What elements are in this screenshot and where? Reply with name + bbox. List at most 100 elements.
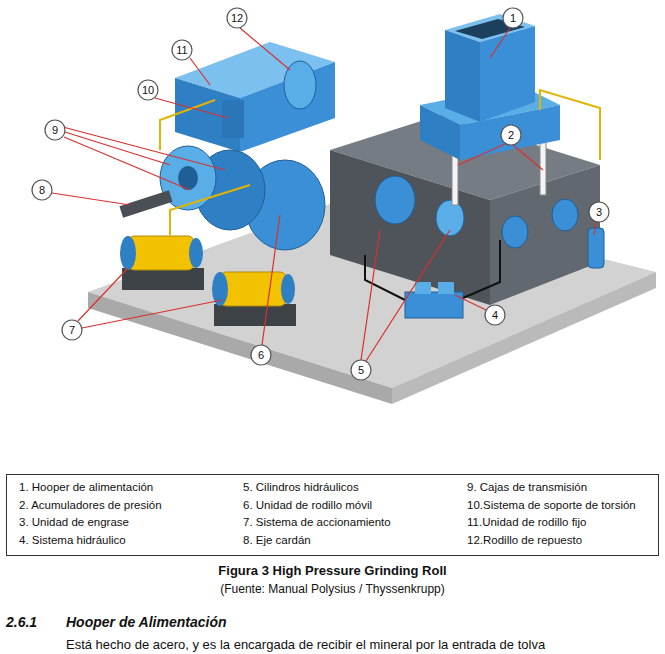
parts-list-item: 6. Unidad de rodillo móvil [243,499,372,511]
callout-number: 7 [61,319,83,341]
callout-circle: 3 [588,201,610,223]
leader-line [513,145,543,170]
callout-circle-shape [251,345,271,365]
figure-caption: Figura 3 High Pressure Grinding Roll [0,563,665,578]
parts-list-item: 4. Sistema hidráulico [19,534,126,546]
hydraulic-unit [365,240,500,318]
callout-number: 9 [44,119,66,141]
callout-number: 11 [171,39,193,61]
leader-line [240,28,290,70]
parts-list-item: 3. Unidad de engrase [19,516,129,528]
base-side [392,272,656,404]
callout-circle-shape [351,360,371,380]
leader-line [155,98,228,118]
railing [540,90,600,160]
motor-pedestal [214,304,296,326]
callout-number: 2 [500,124,522,146]
railings [160,90,600,235]
unit-side [240,62,335,152]
source-note: (Fuente: Manual Polysius / Thyssenkrupp) [0,582,665,596]
callout-circle-shape [589,202,609,222]
leader-line [361,230,380,360]
callout-circle-shape [138,80,158,100]
callout-circle-shape [485,305,505,325]
callout-number: 10 [137,79,159,101]
torsion-support [222,100,244,138]
leader-line [82,300,222,328]
callout-circle-shape [32,180,52,200]
hopper-front [445,30,480,122]
leader-line [458,144,505,165]
section-heading: Hooper de Alimentación [66,614,227,630]
parts-list-item: 8. Eje cardán [243,534,311,546]
callout-circle-shape [503,8,523,28]
parts-list-item: 2. Acumuladores de presión [19,499,162,511]
fixed-roll-unit [175,42,335,152]
callout-number: 6 [250,344,272,366]
parts-list-item: 12.Rodillo de repuesto [467,534,582,546]
base-front [88,292,392,404]
callout-circle-shape [227,8,247,28]
hydraulic-pump [415,282,431,294]
motor-end [189,238,203,268]
callout-circle: 6 [250,344,272,366]
motor-body [128,236,194,270]
callout-circle-shape [62,320,82,340]
callout-circle: 10 [137,79,159,101]
bearing-block [502,216,528,248]
parts-list-item: 5. Cilindros hidráulicos [243,481,359,493]
leader-line [262,215,280,345]
parts-list-item: 1. Hooper de alimentación [19,481,153,493]
hydraulic-line [463,240,500,298]
callout-circle: 4 [484,304,506,326]
railing [170,185,250,235]
leader-line [190,58,210,85]
motor-end [281,274,295,304]
callout-circle-shape [45,120,65,140]
motor-pedestal [122,268,204,290]
callout-circle-shape [501,125,521,145]
callout-circle: 7 [61,319,83,341]
parts-list-item: 7. Sistema de accionamiento [243,516,391,528]
callout-number: 4 [484,304,506,326]
drive-motors [120,236,296,326]
bearing-block [552,199,578,231]
callout-circle: 5 [350,359,372,381]
roll-end [375,176,415,224]
callout-circle: 2 [500,124,522,146]
motor-end [120,236,136,270]
parts-list-item: 9. Cajas de transmisión [467,481,587,493]
grease-drum [588,228,604,268]
leader-line [52,193,130,205]
lubrication-unit [588,228,604,268]
callout-number: 1 [502,7,524,29]
body-text: Está hecho de acero, y es la encargada d… [66,637,545,652]
callout-circle: 1 [502,7,524,29]
leader-line [64,137,190,190]
leader-line [366,230,450,361]
feed-hopper [420,14,560,160]
frame-front [330,150,490,305]
leader-line [63,127,225,170]
parts-list-item: 11.Unidad de rodillo fijo [467,516,586,528]
hopper-base-front [420,105,460,160]
parts-list-box: 1. Hooper de alimentación 2. Acumuladores… [6,474,659,556]
leader-line [490,28,510,58]
leader-line [594,222,596,235]
callout-circle: 8 [31,179,53,201]
callout-circle: 9 [44,119,66,141]
callout-circle-shape [172,40,192,60]
moving-roll-unit [119,146,325,250]
callout-number: 5 [350,359,372,381]
hopper-side [480,26,535,122]
hydraulic-tank [405,292,463,318]
callout-number: 3 [588,201,610,223]
leader-line [455,295,486,310]
leader-lines [52,28,596,361]
leader-line [78,268,128,321]
callout-number: 12 [226,7,248,29]
parts-list-item: 10.Sistema de soporte de torsión [467,499,636,511]
section-number: 2.6.1 [6,614,37,630]
callout-circle: 11 [171,39,193,61]
